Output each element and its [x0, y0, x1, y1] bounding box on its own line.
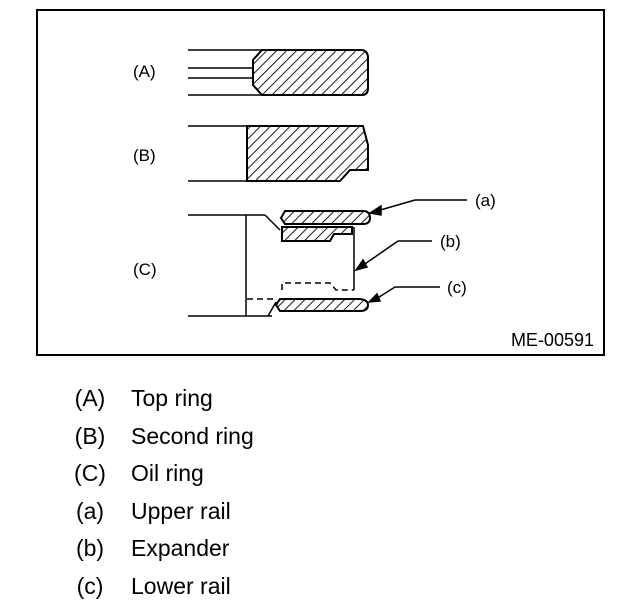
part-label-lower-rail: (c): [447, 278, 467, 297]
expander-shape: [281, 226, 353, 242]
legend-key: (c): [76, 572, 104, 599]
legend-key: (B): [74, 422, 106, 449]
ring-label-b: (B): [133, 146, 156, 165]
legend-name: Oil ring: [131, 460, 204, 487]
second-ring-section: [188, 125, 369, 182]
legend-name: Upper rail: [131, 497, 231, 524]
legend-item-top-ring: (A) Top ring: [70, 380, 254, 418]
legend-key: (b): [75, 535, 105, 562]
legend-key: (A): [74, 385, 106, 411]
legend-name: Second ring: [131, 422, 254, 449]
part-label-upper-rail: (a): [475, 191, 496, 210]
legend-item-lower-rail: (c) Lower rail: [70, 568, 254, 606]
legend-item-second-ring: (B) Second ring: [70, 418, 254, 456]
upper-rail-shape: [279, 210, 372, 225]
legend: (A) Top ring (B) Second ring (C) Oil ring (…: [70, 380, 254, 606]
legend-name: Expander: [131, 535, 230, 562]
legend-key: (C): [74, 460, 106, 487]
figure-code: ME-00591: [511, 330, 594, 350]
lower-rail-shape: [274, 298, 370, 312]
leader-lines: [354, 199, 467, 303]
ring-label-c: (C): [133, 260, 157, 279]
legend-item-expander: (b) Expander: [70, 530, 254, 568]
top-ring-section: [188, 49, 369, 96]
legend-item-oil-ring: (C) Oil ring: [70, 455, 254, 493]
oil-ring-section: [188, 210, 372, 317]
ring-label-a: (A): [133, 62, 156, 81]
legend-name: Lower rail: [131, 572, 231, 599]
legend-item-upper-rail: (a) Upper rail: [70, 493, 254, 531]
legend-name: Top ring: [131, 385, 213, 411]
part-label-expander: (b): [440, 232, 461, 251]
legend-key: (a): [75, 497, 105, 524]
piston-ring-diagram: (A) (B) (C) (a) (b) (c) ME-00591: [36, 9, 605, 356]
